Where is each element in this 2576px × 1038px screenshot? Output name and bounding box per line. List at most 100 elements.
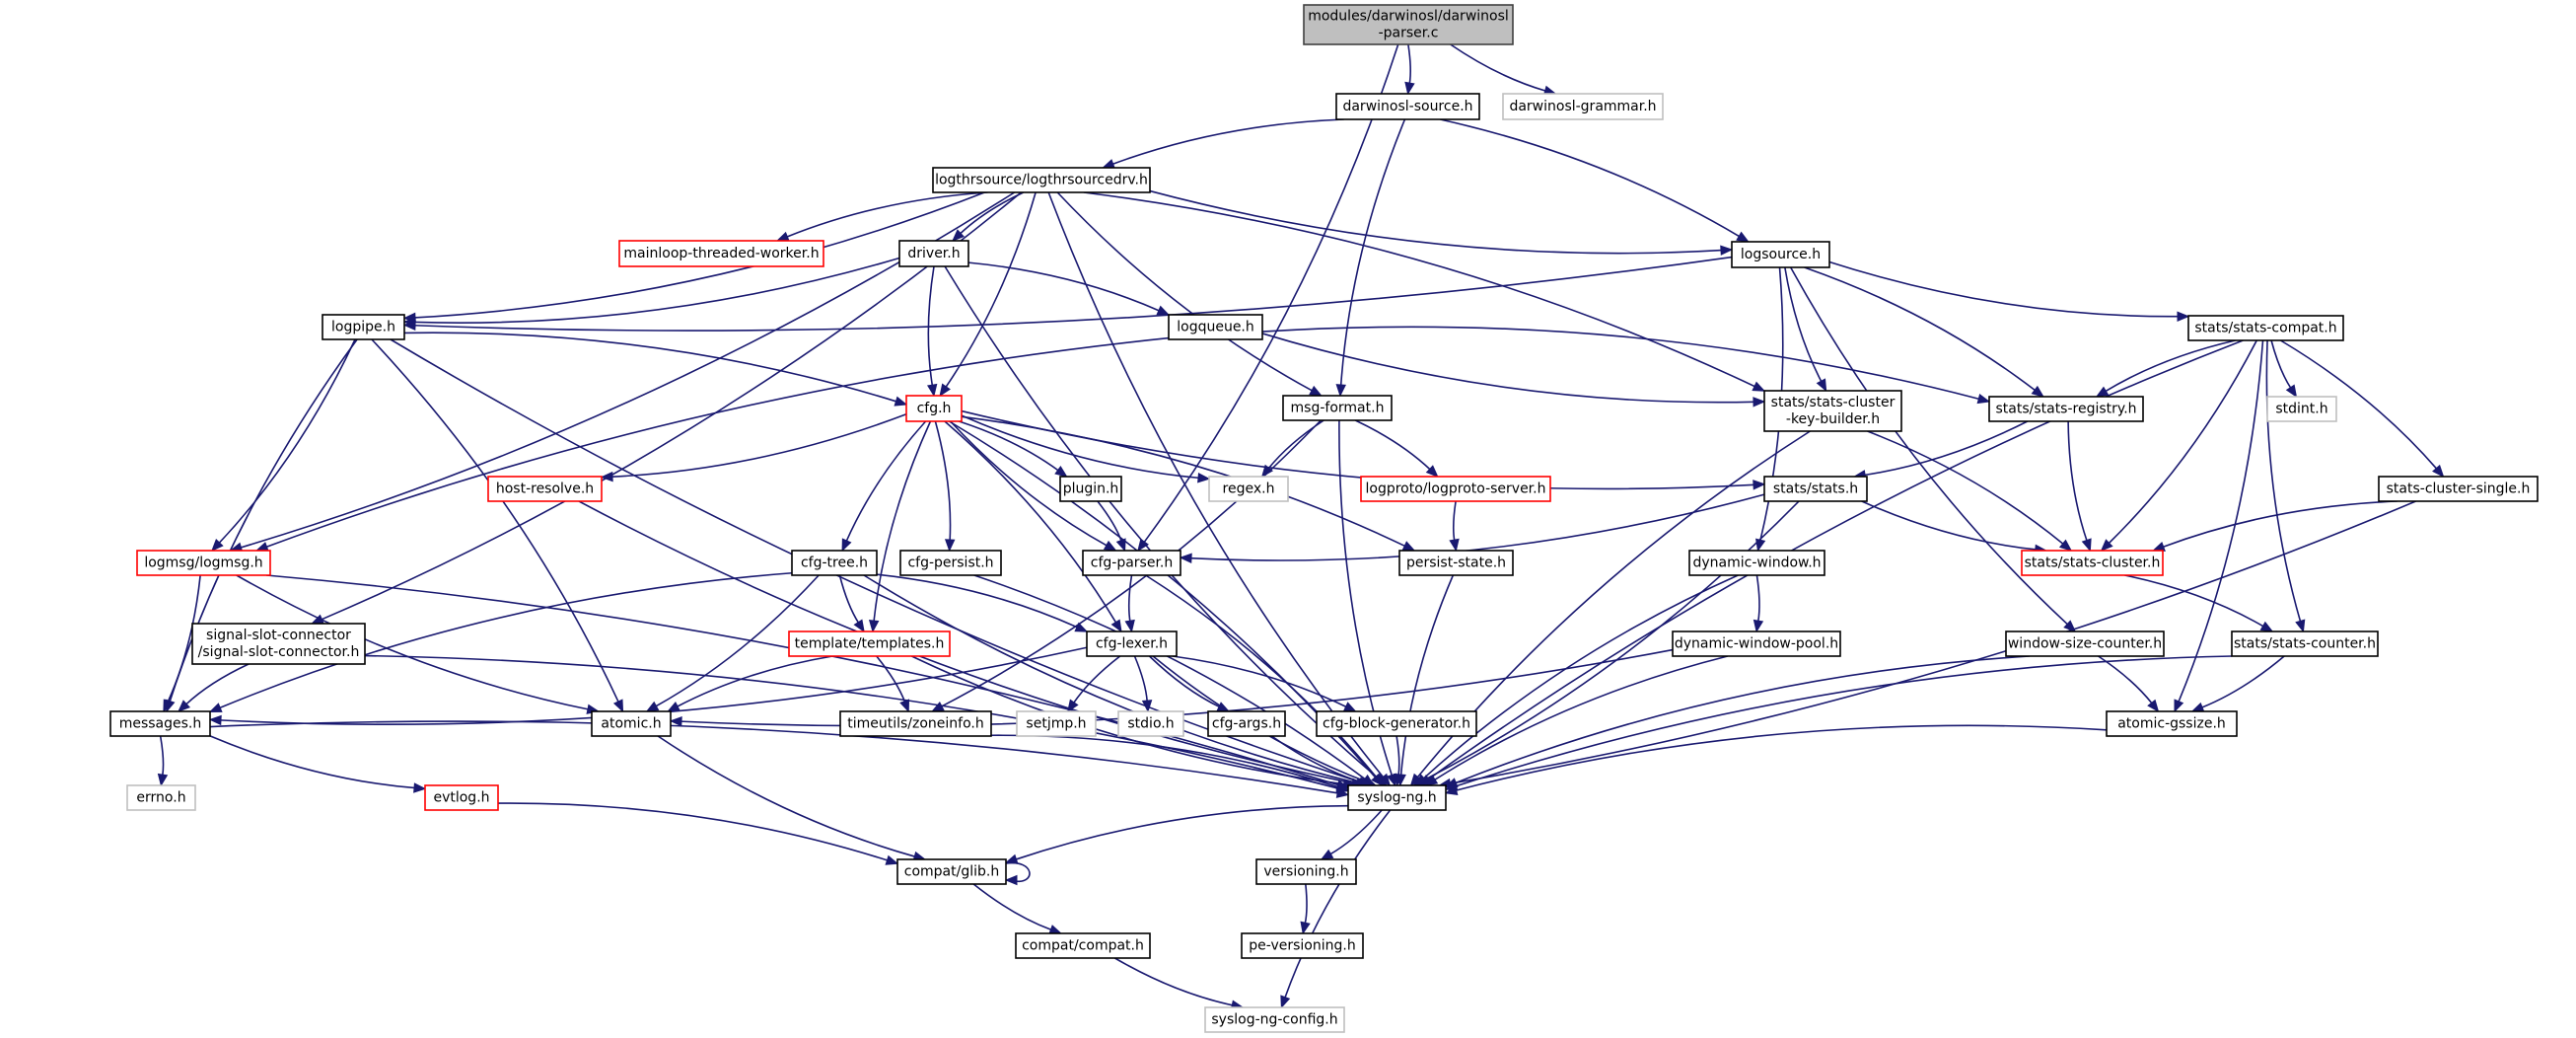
- edge-syslogng-to-glib: [1004, 804, 1349, 864]
- node-signalslot[interactable]: signal-slot-connector/signal-slot-connec…: [191, 623, 366, 665]
- edge-line: [1083, 191, 1756, 388]
- node-zoneinfo[interactable]: timeutils/zoneinfo.h: [839, 710, 992, 737]
- node-atomicgssize[interactable]: atomic-gssize.h: [2106, 710, 2238, 737]
- node-box: [1241, 932, 1364, 959]
- node-stats[interactable]: stats/stats.h: [1763, 476, 1868, 502]
- edge-line: [1407, 43, 1412, 85]
- edge-line: [1015, 804, 1349, 860]
- arrowhead: [669, 715, 682, 727]
- edge-logpipe-to-cfg: [403, 332, 908, 407]
- node-label: stats/stats-cluster.h: [2025, 556, 2161, 571]
- arrowhead: [1393, 773, 1404, 787]
- edge-logmsg-to-messages: [163, 574, 201, 713]
- edge-line: [863, 574, 1359, 784]
- node-msgformat[interactable]: msg-format.h: [1282, 395, 1393, 421]
- node-glib[interactable]: compat/glib.h: [896, 858, 1007, 885]
- node-statscluster[interactable]: stats/stats-cluster.h: [2021, 550, 2164, 576]
- node-peversioning[interactable]: pe-versioning.h: [1241, 932, 1364, 959]
- node-logsource[interactable]: logsource.h: [1731, 241, 1830, 268]
- node-box: [1168, 314, 1263, 340]
- arrowhead: [2031, 385, 2044, 398]
- node-label: errno.h: [136, 790, 185, 806]
- node-windowsize[interactable]: window-size-counter.h: [2005, 630, 2165, 657]
- node-label: darwinosl-grammar.h: [1509, 99, 1656, 114]
- edge-statscompat-to-statscluster: [2100, 339, 2257, 552]
- arrowhead: [2063, 620, 2077, 632]
- node-box: [2231, 630, 2379, 657]
- edge-atomic-to-glib: [657, 735, 927, 861]
- edge-line: [657, 735, 916, 858]
- node-statscompat[interactable]: stats/stats-compat.h: [2187, 315, 2344, 341]
- node-cfg[interactable]: cfg.h: [905, 395, 963, 422]
- arrowhead: [1401, 541, 1416, 552]
- node-cfgparser[interactable]: cfg-parser.h: [1082, 550, 1181, 576]
- edge-line: [1270, 735, 1363, 783]
- edge-cfgparser-to-cfglexer: [1124, 574, 1135, 633]
- node-messages[interactable]: messages.h: [109, 710, 211, 737]
- node-stdint: stdint.h: [2266, 396, 2337, 422]
- edge-statscompat-to-statscounter: [2265, 339, 2306, 633]
- node-dynwindowpool[interactable]: dynamic-window-pool.h: [1672, 630, 1841, 657]
- arrowhead: [1320, 849, 1334, 860]
- node-logmsg[interactable]: logmsg/logmsg.h: [136, 550, 271, 576]
- node-logqueue[interactable]: logqueue.h: [1168, 314, 1263, 340]
- edge-line: [973, 574, 1367, 780]
- arrowhead: [775, 231, 790, 242]
- node-label: logthrsource/logthrsourcedrv.h: [935, 173, 1148, 188]
- node-logpipe[interactable]: logpipe.h: [322, 314, 405, 340]
- edge-line: [1261, 326, 1980, 401]
- node-versioning[interactable]: versioning.h: [1255, 858, 1357, 885]
- node-plugin[interactable]: plugin.h: [1059, 476, 1122, 502]
- node-mainloop[interactable]: mainloop-threaded-worker.h: [618, 240, 824, 267]
- node-dsource[interactable]: darwinosl-source.h: [1335, 93, 1480, 120]
- edge-compat-to-config: [1114, 957, 1245, 1010]
- node-persiststate[interactable]: persist-state.h: [1398, 550, 1514, 576]
- arrowhead: [413, 782, 427, 793]
- node-driver[interactable]: driver.h: [898, 240, 969, 267]
- node-box: [2187, 315, 2344, 341]
- arrowhead: [2177, 311, 2190, 322]
- edge-line: [1339, 118, 1406, 387]
- node-hostresolve[interactable]: host-resolve.h: [487, 476, 603, 502]
- node-templates[interactable]: template/templates.h: [788, 630, 951, 657]
- edge-line: [1284, 809, 1392, 999]
- node-logproto[interactable]: logproto/logproto-server.h: [1360, 476, 1551, 502]
- edge-line: [967, 261, 1161, 312]
- arrowhead: [254, 542, 269, 552]
- node-compat[interactable]: compat/compat.h: [1015, 932, 1151, 959]
- node-cfgtree[interactable]: cfg-tree.h: [791, 550, 878, 576]
- edge-line: [1149, 189, 1723, 255]
- node-statsregistry[interactable]: stats/stats-registry.h: [1988, 396, 2144, 422]
- edge-line: [927, 265, 935, 387]
- node-dynwindow[interactable]: dynamic-window.h: [1688, 550, 1825, 576]
- node-parser[interactable]: modules/darwinosl/darwinosl-parser.c: [1303, 4, 1514, 45]
- edge-logthr-to-logsource: [1149, 189, 1734, 256]
- edge-line: [944, 420, 1117, 624]
- edge-cfg-to-plugin: [959, 420, 1068, 478]
- node-keybuilder[interactable]: stats/stats-cluster-key-builder.h: [1763, 390, 1902, 432]
- node-evtlog[interactable]: evtlog.h: [424, 784, 499, 811]
- node-label: stats/stats-compat.h: [2194, 321, 2336, 336]
- edge-line: [1804, 266, 2037, 392]
- node-logthr[interactable]: logthrsource/logthrsourcedrv.h: [932, 167, 1151, 193]
- edge-line: [1172, 655, 1347, 708]
- node-regex: regex.h: [1208, 476, 1289, 502]
- node-label: stats-cluster-single.h: [2387, 482, 2531, 497]
- node-atomic[interactable]: atomic.h: [591, 710, 672, 737]
- node-cfgpersist[interactable]: cfg-persist.h: [899, 550, 1002, 576]
- node-statscounter[interactable]: stats/stats-counter.h: [2231, 630, 2379, 657]
- node-box: [1117, 710, 1184, 737]
- node-syslogng[interactable]: syslog-ng.h: [1347, 784, 1447, 811]
- edge-logqueue-to-statsregistry: [1261, 326, 1991, 405]
- node-cfglexer[interactable]: cfg-lexer.h: [1086, 630, 1178, 657]
- arrowhead: [2174, 699, 2184, 713]
- edge-line: [578, 500, 1354, 784]
- arrowhead: [1753, 619, 1764, 633]
- node-cfgblockgen[interactable]: cfg-block-generator.h: [1316, 710, 1477, 737]
- edge-logthr-to-cfg: [939, 191, 1037, 398]
- edge-messages-to-evtlog: [209, 735, 427, 793]
- node-clustersingle[interactable]: stats-cluster-single.h: [2378, 476, 2539, 502]
- node-cfgargs[interactable]: cfg-args.h: [1207, 710, 1286, 737]
- edge-line: [1449, 500, 2416, 785]
- node-label: -key-builder.h: [1786, 411, 1880, 427]
